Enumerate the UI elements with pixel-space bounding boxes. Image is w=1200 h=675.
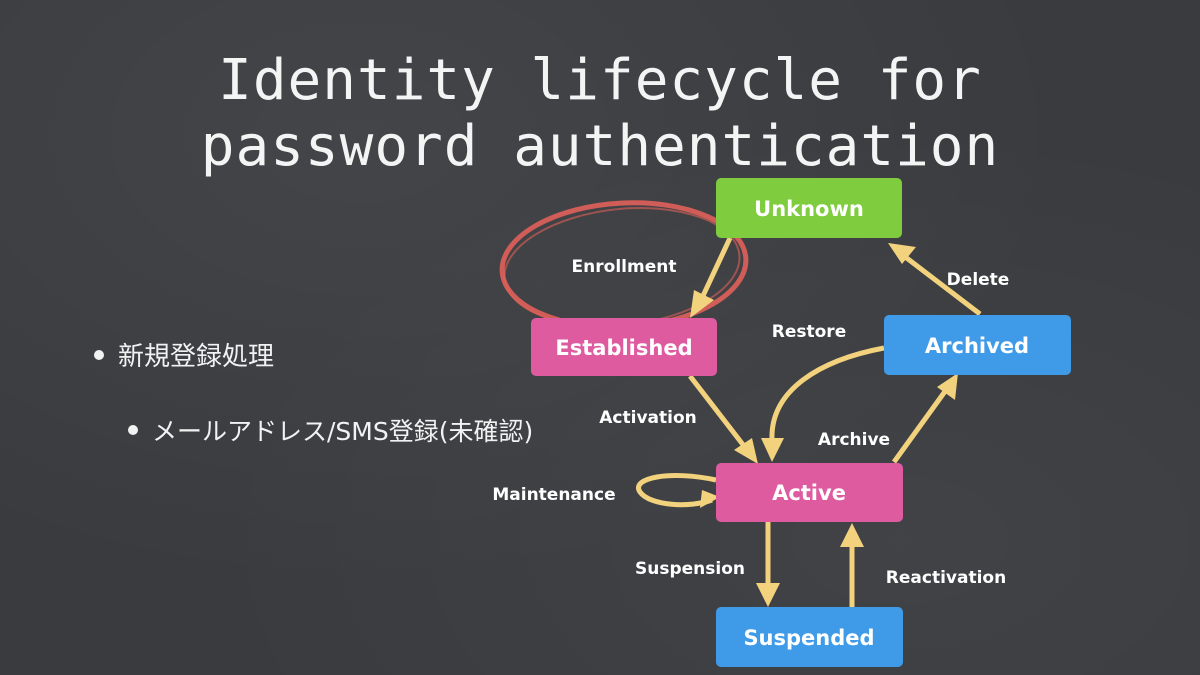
edge-label-activation: Activation	[599, 408, 696, 428]
arrowhead-delete	[888, 243, 916, 264]
node-archived: Archived	[884, 315, 1071, 375]
arrowhead-archive	[937, 373, 958, 400]
edge-label-suspension: Suspension	[635, 559, 745, 579]
svg-text:Suspended: Suspended	[743, 626, 874, 650]
arrow-archive	[891, 388, 949, 464]
arrowhead-suspension	[756, 583, 780, 607]
bullet-text: メールアドレス/SMS登録(未確認)	[152, 417, 534, 446]
node-unknown: Unknown	[716, 178, 902, 238]
arrowhead-activation	[734, 438, 758, 464]
svg-text:Active: Active	[772, 481, 846, 505]
svg-text:Established: Established	[555, 336, 692, 360]
node-active: Active	[716, 463, 903, 522]
arrow-restore	[769, 345, 885, 441]
edge-label-restore: Restore	[772, 322, 846, 342]
arrow-activation	[688, 374, 746, 448]
arrowhead-maintenance	[700, 490, 720, 508]
slide-title-line-1: Identity lifecycle for	[218, 48, 982, 113]
arrowhead-reactivation	[840, 523, 864, 547]
node-established: Established	[531, 318, 717, 376]
node-suspended: Suspended	[716, 607, 903, 667]
edge-label-reactivation: Reactivation	[886, 568, 1006, 588]
bullet-dot-icon	[94, 349, 104, 360]
edge-label-maintenance: Maintenance	[492, 485, 615, 505]
edge-label-archive: Archive	[818, 430, 890, 450]
arrowhead-enrollment	[690, 290, 714, 318]
bullet-text: 新規登録処理	[118, 342, 275, 372]
arrow-maintenance	[636, 473, 717, 508]
arrow-delete	[902, 254, 982, 316]
edge-label-enrollment: Enrollment	[572, 257, 677, 277]
bullet-item-registration: 新規登録処理	[94, 336, 274, 373]
svg-text:Unknown: Unknown	[754, 197, 864, 221]
slide-title-line-2: password authentication	[200, 114, 1000, 179]
svg-text:Archived: Archived	[925, 334, 1029, 358]
edge-label-delete: Delete	[947, 270, 1010, 290]
arrowhead-restore	[761, 438, 784, 462]
bullet-dot-icon	[128, 425, 138, 435]
arrow-enrollment	[699, 236, 733, 300]
bullet-item-contact-registration: メールアドレス/SMS登録(未確認)	[128, 412, 533, 448]
